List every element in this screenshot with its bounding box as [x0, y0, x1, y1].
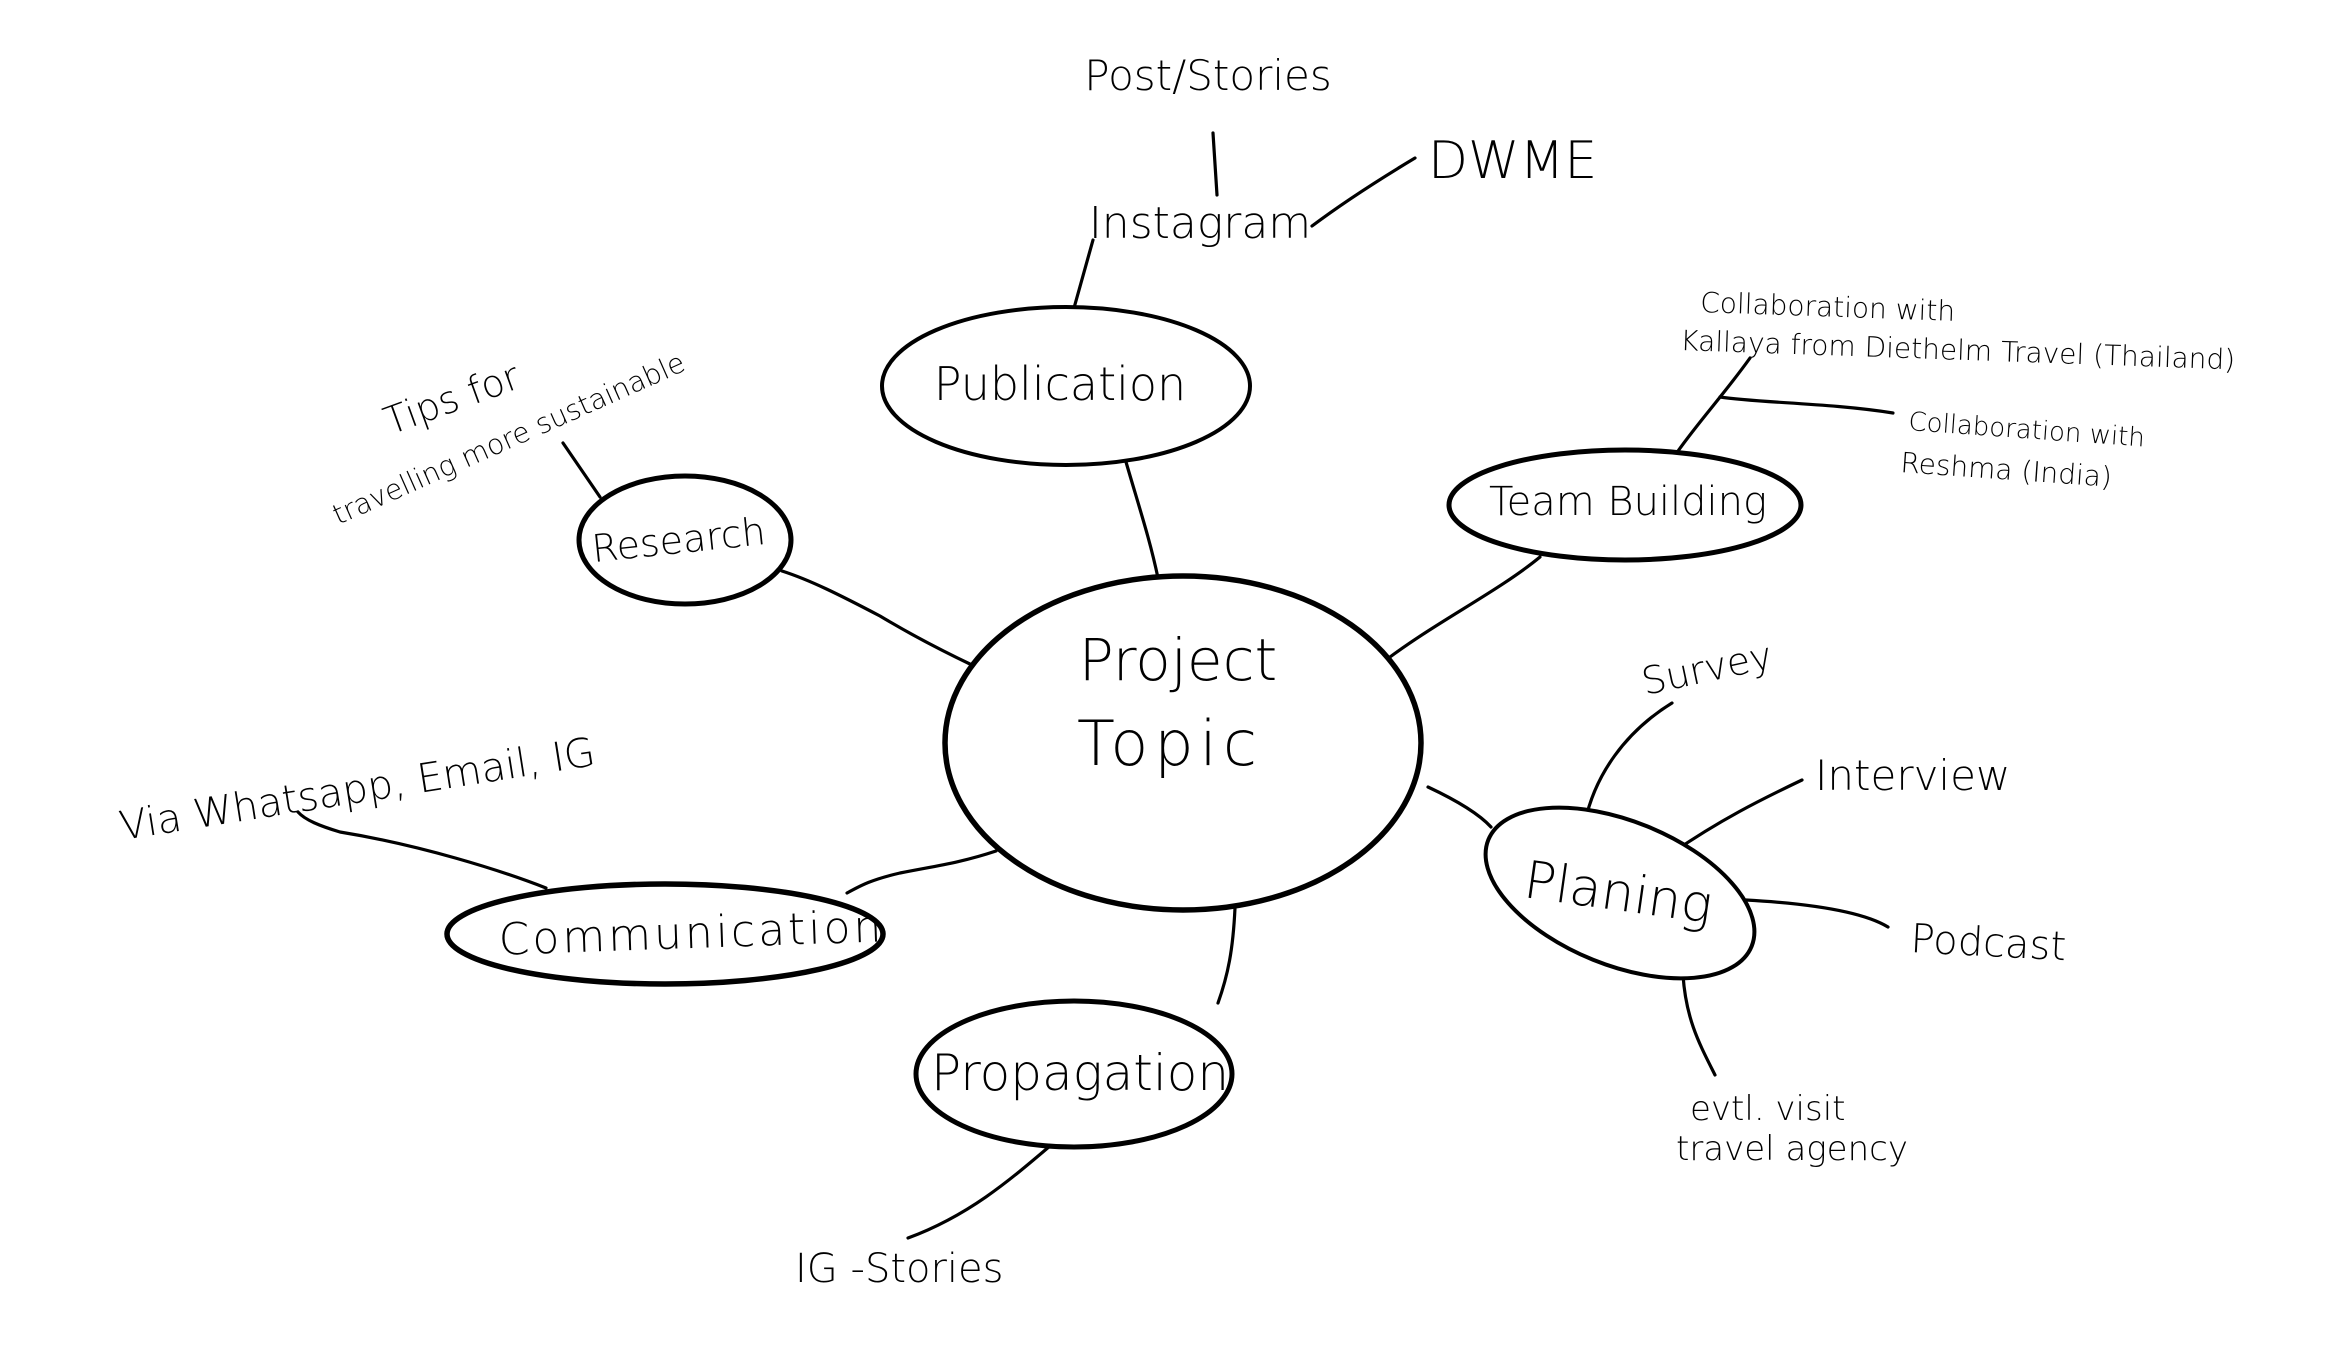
connector-team-reshma — [1718, 395, 1895, 415]
connector-publication-instagram — [1072, 238, 1095, 310]
connector-center-team-building — [1388, 555, 1542, 659]
connectors — [296, 131, 1895, 1240]
communication-ellipse — [444, 881, 886, 987]
central-topic-ellipse — [942, 573, 1424, 913]
branch-research[interactable]: Research — [576, 473, 794, 607]
connector-center-planing — [1426, 785, 1493, 829]
propagation-label: Propagation — [931, 1044, 1229, 1102]
connector-instagram-post-stories — [1211, 131, 1219, 197]
branch-communication[interactable]: Communication — [444, 881, 886, 987]
post-stories-label[interactable]: Post/Stories — [1084, 51, 1332, 100]
reshma-label-line2[interactable]: Reshma (India) — [1900, 446, 2113, 494]
connector-propagation-ig-stories — [906, 1138, 1059, 1240]
branch-propagation[interactable]: Propagation — [913, 998, 1235, 1150]
connector-planing-podcast — [1744, 898, 1890, 929]
survey-label[interactable]: Survey — [1638, 633, 1776, 704]
connector-planing-agency — [1681, 973, 1717, 1077]
connector-team-kallaya — [1676, 356, 1752, 453]
connector-center-research — [780, 569, 974, 667]
ig-stories-label[interactable]: IG -Stories — [795, 1246, 1004, 1292]
publication-label: Publication — [934, 357, 1186, 411]
connector-planing-survey — [1583, 701, 1674, 824]
central-topic-line1: Project — [1079, 626, 1277, 694]
research-ellipse — [576, 473, 794, 607]
connector-center-publication — [1124, 460, 1160, 580]
planing-ellipse — [1483, 805, 1757, 981]
podcast-label[interactable]: Podcast — [1909, 916, 2067, 970]
connector-communication-channels — [296, 810, 548, 890]
connector-planing-interview — [1670, 778, 1804, 855]
reshma-label-line1[interactable]: Collaboration with — [1908, 407, 2146, 453]
channels-label[interactable]: Via Whatsapp, Email, IG — [116, 729, 598, 850]
team-building-label: Team Building — [1489, 479, 1767, 525]
publication-ellipse — [880, 305, 1252, 467]
central-topic-line2: Topic — [1077, 707, 1263, 780]
propagation-ellipse — [913, 998, 1235, 1150]
connector-center-propagation — [1216, 906, 1237, 1005]
connector-center-communication — [845, 849, 998, 895]
kallaya-label-line2[interactable]: Kallaya from Diethelm Travel (Thailand) — [1680, 324, 2236, 376]
interview-label[interactable]: Interview — [1815, 751, 2010, 800]
instagram-label[interactable]: Instagram — [1089, 198, 1311, 249]
central-topic-node[interactable]: Project Topic — [942, 573, 1424, 913]
connector-research-tips — [561, 441, 602, 499]
branch-publication[interactable]: Publication — [880, 305, 1252, 467]
team-building-ellipse — [1446, 447, 1804, 563]
kallaya-label-line1[interactable]: Collaboration with — [1700, 286, 1956, 328]
branch-team-building[interactable]: Team Building — [1446, 447, 1804, 563]
agency-label-line2[interactable]: travel agency — [1676, 1129, 1908, 1169]
dwme-label[interactable]: DWME — [1428, 131, 1597, 191]
agency-label-line1[interactable]: evtl. visit — [1690, 1089, 1846, 1129]
branch-planing[interactable]: Planing — [1461, 773, 1778, 1013]
connector-instagram-dwme — [1310, 156, 1417, 228]
